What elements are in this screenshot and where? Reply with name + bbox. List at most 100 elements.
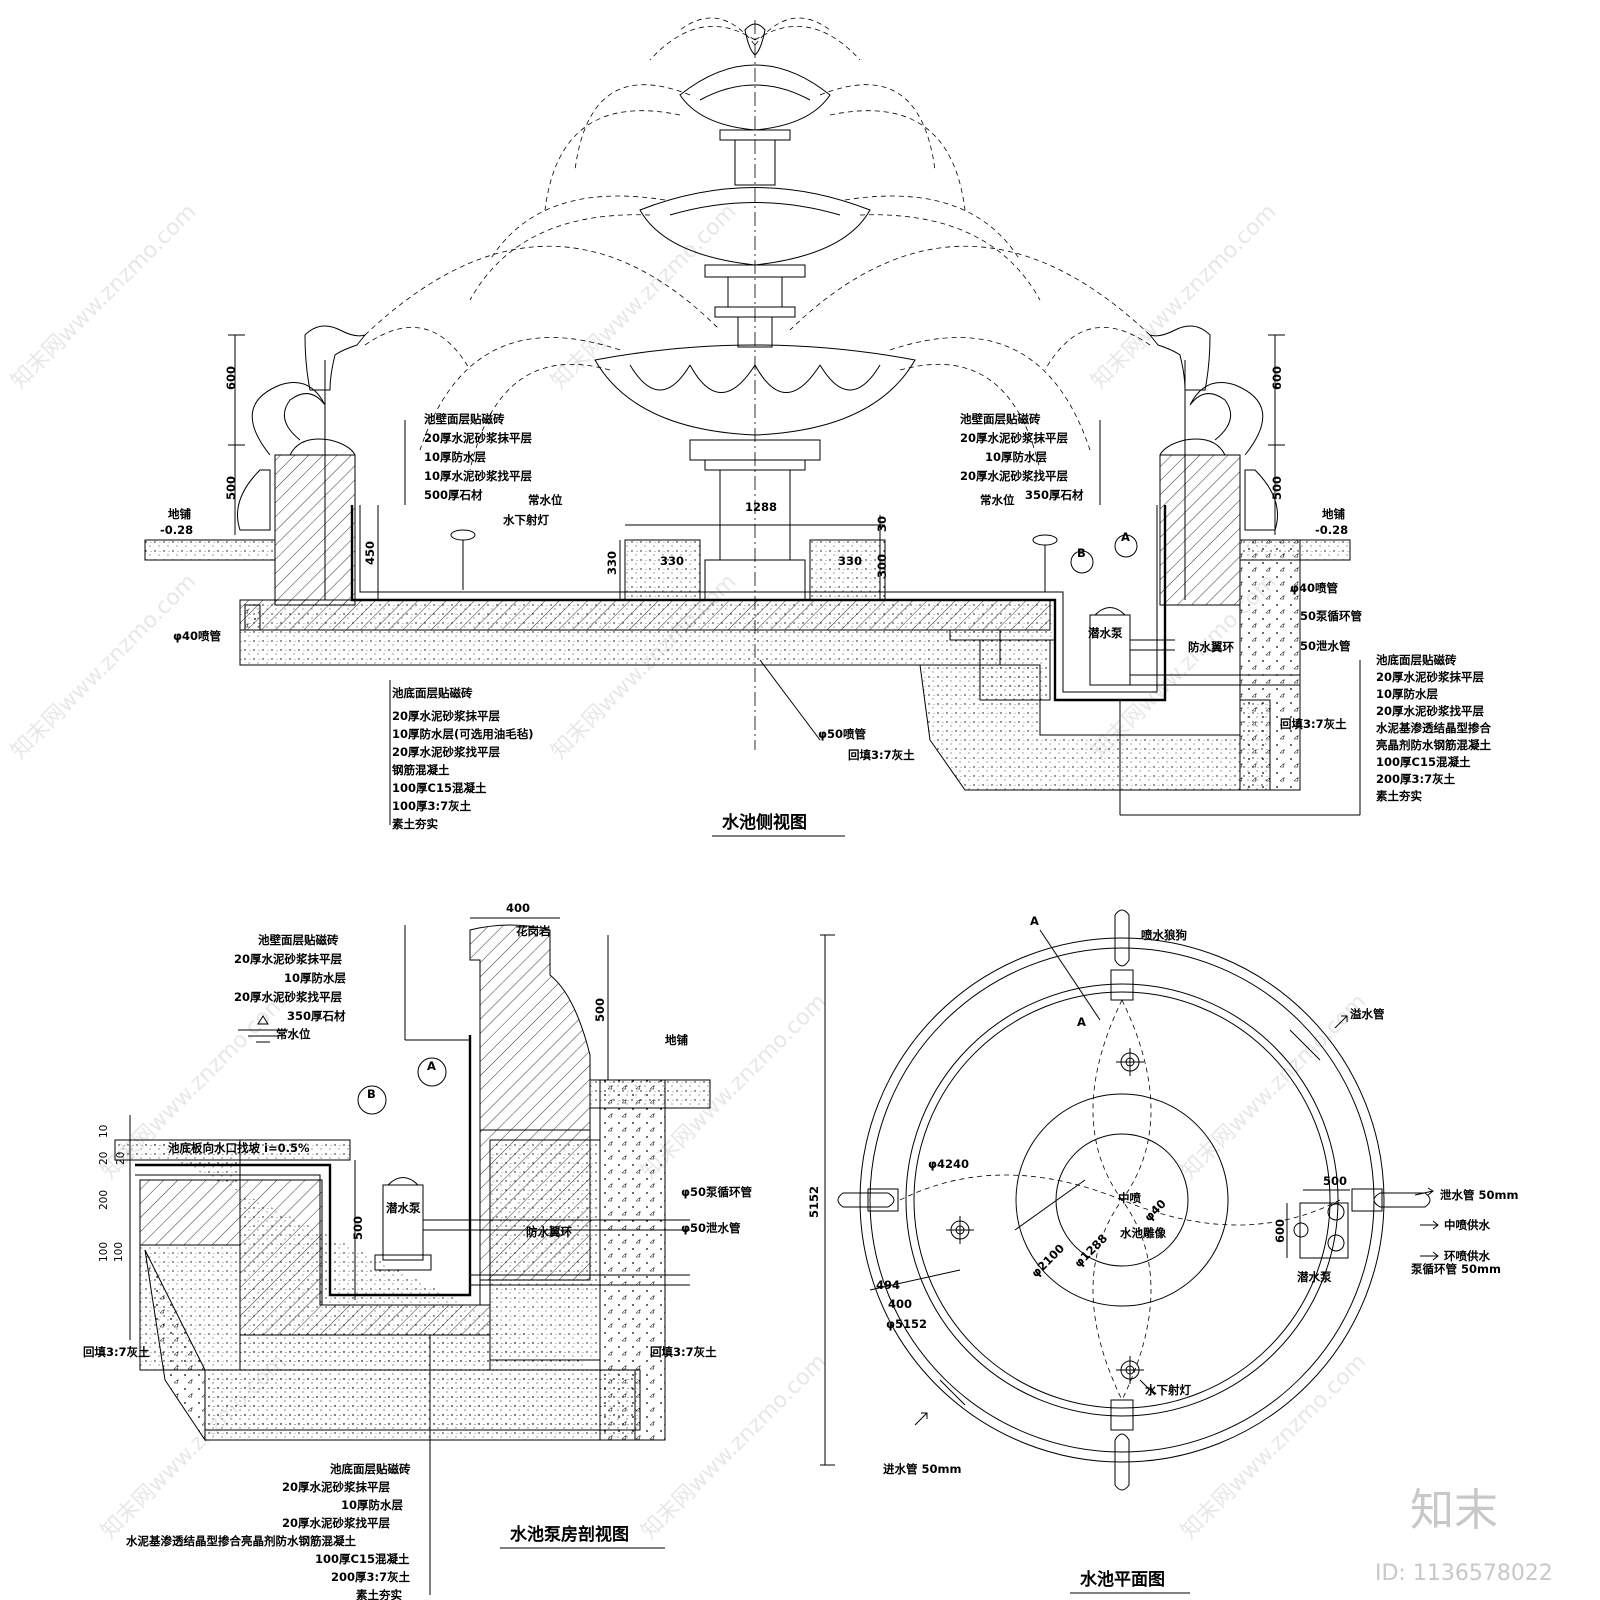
bottom-layer-label: 100厚C15混凝土 [392, 781, 487, 795]
brand-watermark: 知末 ID: 1136578022 [1375, 1485, 1553, 1586]
underwater-light-icon [1032, 534, 1058, 592]
watermark: 知末网www.znzmo.com [547, 199, 742, 394]
wall-layer-label: 20厚水泥砂浆抹平层 [960, 431, 1069, 445]
wall-layer-label: 350厚石材 [287, 1009, 346, 1023]
bottom-layer-label: 池底面层贴磁砖 [392, 686, 473, 700]
wall-layer-label: 20厚水泥砂浆抹平层 [424, 431, 533, 445]
dimension-label: 20 [115, 1152, 127, 1165]
watermark: 知末网www.znzmo.com [1177, 1349, 1372, 1544]
svg-text:B: B [1077, 546, 1086, 560]
side-view-title: 水池侧视图 [722, 812, 807, 833]
wall-layer-label: 10厚防水层 [424, 450, 487, 464]
dimension-label: 500 [224, 476, 238, 500]
dimension-label: φ5152 [886, 1317, 927, 1331]
ring-supply-label: 环喷供水 [1444, 1249, 1490, 1263]
paving-label: 地铺 [1322, 507, 1345, 521]
dimension-label: 1288 [745, 500, 777, 514]
section-marker-a: A [1114, 530, 1138, 558]
dimension-label: 100 [113, 1242, 125, 1262]
section-mark-label: A [1077, 1015, 1086, 1029]
wall-layer-label: 池壁面层贴磁砖 [424, 412, 505, 426]
waterproof-ring-label: 防水翼环 [526, 1225, 572, 1239]
dimension-label: φ4240 [928, 1157, 969, 1171]
dimension-label: 330 [838, 554, 862, 568]
dimension-label: 500 [351, 1216, 365, 1240]
pool-structure [239, 360, 1301, 791]
paving-label: 地铺 [665, 1033, 688, 1047]
underwater-light-label: 水下射灯 [1145, 1383, 1191, 1397]
dimension-label: 500 [1270, 476, 1284, 500]
normal-water-level-label: 常水位 [980, 493, 1015, 507]
bottom-layer-label: 素土夯实 [356, 1588, 402, 1600]
side-view-dimensions [228, 334, 1285, 600]
underwater-light-icon [450, 529, 476, 590]
bottom-layer-label: 20厚水泥砂浆找平层 [1376, 704, 1485, 718]
normal-water-level-label: 常水位 [276, 1027, 311, 1041]
watermark: 知末网www.znzmo.com [7, 569, 202, 764]
bottom-layer-label: 素土夯实 [1376, 789, 1422, 803]
wolf-dog-icon [1351, 1188, 1431, 1212]
pump-label: 潜水泵 [1297, 1270, 1332, 1284]
pump-label: 潜水泵 [1088, 626, 1123, 640]
svg-text:B: B [367, 1087, 376, 1101]
bottom-layer-label: 10厚防水层 [1376, 687, 1439, 701]
wall-layer-label: 20厚水泥砂浆找平层 [960, 469, 1069, 483]
granite-label: 花岗岩 [516, 924, 551, 938]
section-marker-a: A [417, 1057, 447, 1087]
bottom-layer-label: 20厚水泥砂浆抹平层 [282, 1480, 391, 1494]
wall-layer-label: 池壁面层贴磁砖 [258, 933, 339, 947]
inlet-pipe-label: 进水管 50mm [883, 1462, 961, 1476]
watermark: 知末网www.znzmo.com [637, 1349, 832, 1544]
dimension-label: 494 [876, 1278, 900, 1292]
bottom-layer-label: 20厚水泥砂浆抹平层 [1376, 670, 1485, 684]
backfill-label: 回填3:7灰土 [1280, 717, 1347, 731]
paving-label: 地铺 [168, 507, 191, 521]
right-wolf-dog-sculpture [1148, 325, 1278, 606]
bottom-layer-label: 20厚水泥砂浆找平层 [392, 745, 501, 759]
nozzle-icon [946, 1216, 974, 1244]
dimension-label: 20 [98, 1152, 110, 1165]
brand-id: ID: 1136578022 [1375, 1561, 1553, 1586]
bottom-layer-label: 池底面层贴磁砖 [330, 1462, 411, 1476]
side-view-leaders [389, 420, 1361, 825]
dimension-label: 200 [98, 1190, 110, 1210]
drain-pipe-label: 泄水管 50mm [1440, 1188, 1518, 1202]
fountain-sculpture [594, 20, 916, 750]
side-view-labels: 池壁面层贴磁砖 20厚水泥砂浆抹平层 10厚防水层 10厚水泥砂浆找平层 500… [160, 366, 1491, 837]
dimension-label: 450 [363, 541, 377, 565]
pump-label: 潜水泵 [386, 1201, 421, 1215]
dimension-label: 100 [98, 1242, 110, 1262]
bottom-layer-label: 素土夯实 [392, 817, 438, 831]
wolf-dog-icon [837, 1188, 899, 1212]
watermark: 知末网www.znzmo.com [7, 199, 202, 394]
plan-title: 水池平面图 [1080, 1569, 1165, 1590]
pipe-label: φ50泄水管 [681, 1221, 741, 1235]
nozzle-icon [1116, 1048, 1144, 1076]
watermark: 知末网www.znzmo.com [1177, 989, 1372, 1184]
paving-level-label: -0.28 [1315, 523, 1348, 537]
dimension-label: 600 [1270, 366, 1284, 390]
bottom-layer-label: 100厚C15混凝土 [315, 1552, 410, 1566]
center-supply-label: 中喷供水 [1444, 1218, 1490, 1232]
pipe-label: φ40喷管 [173, 629, 221, 643]
brand-logo: 知末 [1410, 1485, 1498, 1536]
wolf-dog-icon [1110, 1399, 1134, 1491]
wall-layer-label: 池壁面层贴磁砖 [960, 412, 1041, 426]
section-mark-label: A [1030, 914, 1039, 928]
nozzle-icon [1116, 1356, 1144, 1384]
watermark: 知末网www.znzmo.com [1087, 199, 1282, 394]
wolf-dog-icon [1110, 909, 1134, 1001]
backfill-label: 回填3:7灰土 [848, 748, 915, 762]
dimension-label: 400 [888, 1297, 912, 1311]
bottom-layer-label: 10厚防水层(可选用油毛毡) [392, 727, 534, 741]
bottom-layer-label: 100厚C15混凝土 [1376, 755, 1471, 769]
backfill-label: 回填3:7灰土 [83, 1345, 150, 1359]
wall-layer-label: 20厚水泥砂浆找平层 [234, 990, 343, 1004]
underwater-light-label: 水下射灯 [503, 513, 549, 527]
waterproof-ring-label: 防水翼环 [1188, 640, 1234, 654]
plan-drawing [820, 909, 1439, 1491]
wall-layer-label: 10厚防水层 [284, 971, 347, 985]
spray-arcs [364, 17, 1151, 471]
wolf-dog-label: 喷水狼狗 [1141, 928, 1187, 942]
pipe-label: φ50泵循环管 [681, 1185, 752, 1199]
